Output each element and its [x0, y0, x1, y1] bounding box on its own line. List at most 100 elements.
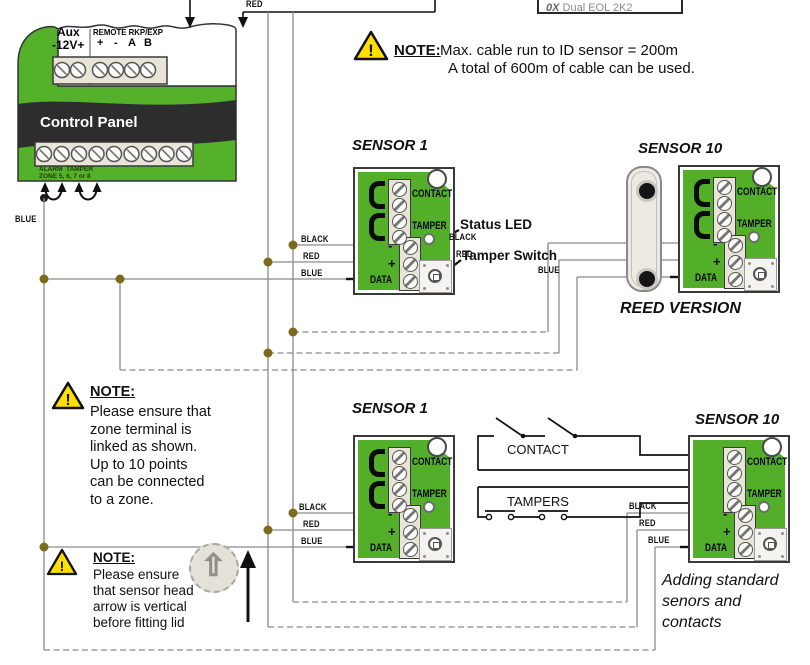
- sensor1-bottom-title: SENSOR 1: [352, 400, 428, 417]
- screw-terminal: [392, 229, 407, 245]
- note-zone-body: Please ensure that zone terminal is link…: [90, 404, 211, 508]
- jumper-link-icon: [369, 481, 385, 509]
- wire-label-blue: BLUE: [15, 214, 37, 224]
- control-panel-graphic: [17, 22, 237, 202]
- note-top-heading: NOTE:: [394, 42, 441, 59]
- contact-label: CONTACT: [747, 456, 788, 468]
- screw-terminal: [737, 507, 753, 523]
- pin-minus: -: [114, 37, 118, 49]
- status-led-icon: [748, 231, 760, 243]
- sensor10-bottom-title: SENSOR 10: [695, 411, 780, 428]
- wire-label-blue: BLUE: [301, 268, 323, 278]
- screw-terminal: [392, 181, 407, 197]
- tamper-label: TAMPER: [747, 488, 782, 500]
- adding-standard-caption: Adding standard senors and contacts: [662, 572, 779, 631]
- eol-prefix: 0X: [546, 2, 560, 14]
- sensor10-top-title: SENSOR 10: [638, 140, 723, 157]
- data-label: DATA: [370, 274, 392, 286]
- contact-label: CONTACT: [412, 456, 453, 468]
- screw-terminal: [402, 524, 418, 540]
- sensor-board-10-bottom: CONTACT TAMPER - + DATA: [688, 435, 790, 563]
- note-zone-heading: NOTE:: [90, 384, 136, 400]
- screw-terminal: [727, 237, 743, 253]
- screw-terminal: [737, 524, 753, 540]
- plus-label: +: [388, 524, 396, 539]
- wire-label-red: RED: [303, 251, 320, 261]
- status-led-icon: [758, 501, 770, 513]
- pin-a: A: [128, 37, 136, 49]
- panel-name-band: [18, 100, 236, 148]
- wire-label-black: BLACK: [299, 502, 327, 512]
- note-arrow-heading: NOTE:: [93, 550, 135, 565]
- minus-label: -: [713, 236, 718, 251]
- minus-label: -: [388, 506, 393, 521]
- sensor-board-1-bottom: CONTACT TAMPER - + DATA: [353, 435, 455, 563]
- tamper-label: TAMPER: [412, 488, 447, 500]
- wire-label-red: RED: [456, 249, 473, 259]
- wire-label-red: RED: [246, 0, 263, 9]
- plus-label: +: [723, 524, 731, 539]
- reed-magnet-icon: [636, 268, 658, 290]
- eol-resistor-box: 0X Dual EOL 2K2: [537, 0, 683, 14]
- screw-terminal: [727, 254, 743, 270]
- note-top-line2: A total of 600m of cable can be used.: [448, 60, 695, 77]
- wire-label-black: BLACK: [301, 234, 329, 244]
- svg-text:!: !: [65, 392, 70, 409]
- screw-terminal: [402, 239, 418, 255]
- jumper-link-icon: [369, 213, 385, 241]
- jumper-link-icon: [694, 211, 710, 239]
- control-panel-title: Control Panel: [40, 114, 138, 131]
- power-feed-wires: [189, 0, 436, 20]
- tamper-switch-icon: [744, 258, 777, 291]
- pin-plus: +: [97, 37, 104, 49]
- vertical-orientation-arrow: [240, 550, 256, 622]
- screw-terminal: [392, 449, 407, 465]
- tamper-switch-caption: Tamper Switch: [462, 248, 558, 263]
- screw-terminal: [717, 227, 732, 243]
- status-led-caption: Status LED: [460, 217, 533, 232]
- tamper-switch-icon: [419, 528, 452, 561]
- note-arrow-body: Please ensure that sensor head arrow is …: [93, 567, 194, 630]
- mounting-hole-icon: [427, 437, 447, 457]
- screw-terminal: [402, 273, 418, 289]
- reed-version-caption: REED VERSION: [620, 300, 741, 317]
- screw-terminal: [392, 481, 407, 497]
- aux-12v-label: -12V+: [52, 38, 85, 52]
- screw-terminal: [727, 271, 743, 287]
- data-label: DATA: [695, 272, 717, 284]
- contact-label: CONTACT: [737, 186, 778, 198]
- wire-label-blue: BLUE: [538, 265, 560, 275]
- wire-label-red: RED: [303, 519, 320, 529]
- remote-rkp-exp-label: REMOTE RKP/EXP: [93, 27, 163, 37]
- wire-label-black: BLACK: [629, 501, 657, 511]
- data-label: DATA: [370, 542, 392, 554]
- screw-terminal: [727, 449, 742, 465]
- tamper-label: TAMPER: [412, 220, 447, 232]
- wire-label-red: RED: [639, 518, 656, 528]
- tamper-label: TAMPER: [737, 218, 772, 230]
- contact-switch-circuit: [477, 417, 708, 471]
- screw-terminal: [737, 541, 753, 557]
- minus-label: -: [388, 238, 393, 253]
- jumper-link-icon: [369, 449, 385, 477]
- screw-terminal: [717, 195, 732, 211]
- screw-terminal: [727, 481, 742, 497]
- alarm-tamper-label: ALARM TAMPER: [39, 166, 94, 173]
- screw-terminal: [717, 179, 732, 195]
- wire-label-black: BLACK: [449, 232, 477, 242]
- screw-terminal: [402, 507, 418, 523]
- plus-label: +: [713, 254, 721, 269]
- note-top-line1: Max. cable run to ID sensor = 200m: [440, 42, 679, 59]
- screw-terminal: [727, 465, 742, 481]
- screw-terminal: [392, 465, 407, 481]
- screw-terminal: [392, 197, 407, 213]
- tamper-switch-icon: [419, 260, 452, 293]
- reed-magnet-icon: [636, 180, 658, 202]
- minus-label: -: [723, 506, 728, 521]
- mounting-hole-icon: [427, 169, 447, 189]
- wire-label-blue: BLUE: [648, 535, 670, 545]
- jumper-link-icon: [369, 181, 385, 209]
- tampers-circuit-label: TAMPERS: [507, 494, 569, 509]
